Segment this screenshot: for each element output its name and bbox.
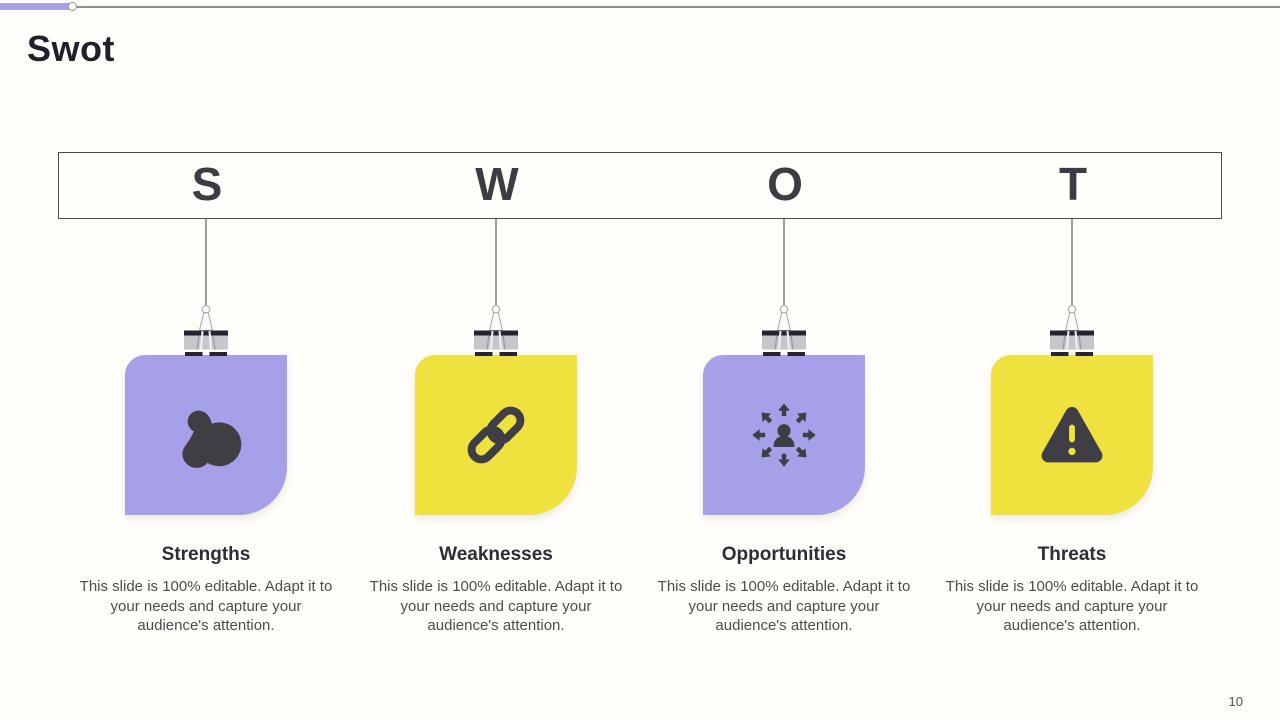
weaknesses-text-block: Weaknesses This slide is 100% editable. … bbox=[362, 544, 630, 636]
hanging-string bbox=[1071, 219, 1073, 309]
strengths-label: Strengths bbox=[161, 544, 251, 565]
threats-text-block: Threats This slide is 100% editable. Ada… bbox=[938, 544, 1206, 636]
threats-note bbox=[991, 355, 1153, 515]
opportunities-note bbox=[703, 355, 865, 515]
page-number: 10 bbox=[1228, 694, 1243, 709]
opportunities-label: Opportunities bbox=[721, 544, 847, 565]
opportunities-description: This slide is 100% editable. Adapt it to… bbox=[657, 578, 911, 634]
top-accent-bar bbox=[0, 3, 70, 10]
warning-triangle-icon bbox=[1041, 406, 1103, 463]
weaknesses-description: This slide is 100% editable. Adapt it to… bbox=[369, 578, 623, 634]
accent-knob-icon bbox=[68, 2, 77, 11]
strengths-note bbox=[125, 355, 287, 515]
binder-clip-icon bbox=[762, 305, 806, 356]
strengths-text-block: Strengths This slide is 100% editable. A… bbox=[72, 544, 340, 636]
header-letter-t: T bbox=[1058, 157, 1088, 210]
swot-header-box: S W O T bbox=[58, 152, 1222, 219]
header-letter-w: W bbox=[475, 157, 519, 210]
header-letter-o: O bbox=[767, 157, 803, 210]
top-divider-line bbox=[0, 6, 1280, 8]
hanging-string bbox=[495, 219, 497, 309]
header-letter-s: S bbox=[191, 157, 223, 210]
hanging-string bbox=[783, 219, 785, 309]
person-arrows-icon bbox=[752, 403, 816, 467]
opportunities-text-block: Opportunities This slide is 100% editabl… bbox=[650, 544, 918, 636]
chain-link-icon bbox=[467, 406, 525, 464]
strengths-description: This slide is 100% editable. Adapt it to… bbox=[79, 578, 333, 634]
page-title: Swot bbox=[27, 28, 115, 69]
weaknesses-label: Weaknesses bbox=[439, 544, 553, 565]
hanging-string bbox=[205, 219, 207, 309]
muscle-arm-icon bbox=[182, 410, 242, 468]
binder-clip-icon bbox=[474, 305, 518, 356]
threats-label: Threats bbox=[1037, 544, 1107, 565]
binder-clip-icon bbox=[1050, 305, 1094, 356]
weaknesses-note bbox=[415, 355, 577, 515]
binder-clip-icon bbox=[184, 305, 228, 356]
threats-description: This slide is 100% editable. Adapt it to… bbox=[945, 578, 1199, 634]
